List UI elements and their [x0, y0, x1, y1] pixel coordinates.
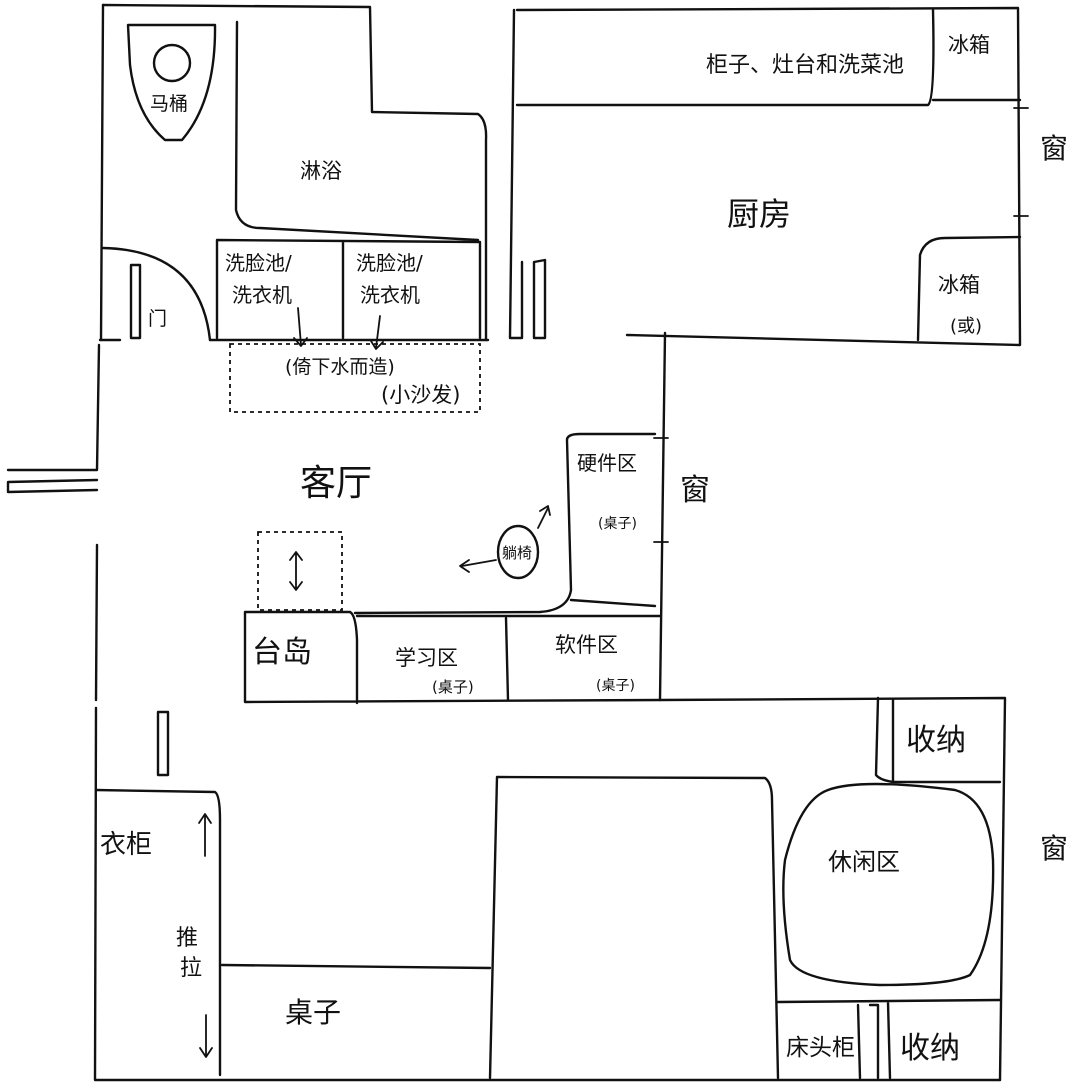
storage-top [874, 696, 1002, 784]
bathroom-doorframe-right [508, 8, 547, 340]
hardware-desk-bottom [569, 598, 657, 608]
drain-arrow-1 [293, 307, 308, 347]
small-sofa-outline [229, 343, 481, 413]
kitchen-wall-right-of-living [658, 331, 667, 702]
wardrobe [94, 788, 222, 1077]
sliding-door-label-1: 推 [176, 926, 198, 951]
bathroom-wall-top [101, 3, 488, 342]
bedroom-door [156, 710, 170, 777]
sink-washer-1-line1: 洗脸池/ [225, 251, 292, 275]
sink-washer-1-line2: 洗衣机 [232, 283, 292, 307]
sink-washer-2-line1: 洗脸池/ [356, 251, 423, 275]
storage-bottom-label: 收纳 [900, 1031, 960, 1066]
sliding-arrow-down [199, 1014, 213, 1058]
fridge-alt-block [916, 235, 1022, 342]
software-note: (桌子) [596, 678, 635, 694]
outer-walls [6, 8, 547, 702]
labels: 马桶 淋浴 洗脸池/ 洗衣机 洗脸池/ 洗衣机 (倚下水而造) (小沙发) 门 … [100, 33, 1068, 1066]
left-wall-middle [94, 543, 99, 702]
bedside-storage [776, 998, 1002, 1080]
bed-block [488, 775, 780, 1080]
leisure-zone-label: 休闲区 [828, 848, 900, 876]
door-swing-arc [101, 246, 212, 342]
window-kitchen-label: 窗 [1040, 132, 1068, 165]
toilet-label: 马桶 [150, 93, 188, 115]
bathroom-wall-left [99, 3, 105, 342]
toilet-bowl [152, 43, 192, 83]
left-wall-upper [6, 343, 101, 494]
bedroom [93, 696, 1007, 1082]
wardrobe-label: 衣柜 [100, 830, 152, 860]
lounge-chair [496, 524, 540, 580]
bedroom-desk [220, 963, 492, 970]
shower-label: 淋浴 [300, 159, 342, 183]
bedroom-wall-top [658, 696, 1007, 1082]
software-zone-label: 软件区 [555, 633, 618, 657]
toilet-shape [126, 23, 217, 142]
island-extension [257, 531, 343, 611]
desk-row [243, 610, 662, 705]
bedroom-wall-left [93, 706, 1002, 1082]
kitchen-counter-label: 柜子、灶台和洗菜池 [706, 53, 904, 78]
hardware-note: (桌子) [598, 516, 637, 532]
study-note: (桌子) [432, 678, 474, 696]
small-sofa-label: (小沙发) [381, 383, 460, 407]
chair-arrow-up [537, 505, 551, 529]
drain-arrow-2 [370, 315, 384, 350]
bathroom [98, 3, 490, 413]
shower-wall [234, 20, 480, 242]
kitchen-label: 厨房 [727, 195, 791, 233]
storage-top-label: 收纳 [906, 723, 966, 758]
drain-note: (倚下水而造) [285, 356, 395, 378]
sliding-door-label-2: 拉 [180, 956, 202, 981]
lounge-chair-label: 躺椅 [502, 544, 532, 562]
fridge-top-label: 冰箱 [948, 33, 990, 57]
door-leaf [129, 263, 142, 340]
kitchen-wall-top [515, 6, 1022, 347]
window-bedroom-label: 窗 [1040, 832, 1068, 865]
window-living-label: 窗 [680, 473, 710, 508]
vanity-block [215, 238, 482, 340]
hardware-zone-label: 硬件区 [577, 451, 637, 475]
kitchen-counter-block [515, 8, 1022, 107]
island-label: 台岛 [252, 635, 312, 670]
study-zone-label: 学习区 [395, 646, 458, 670]
kitchen [515, 6, 1029, 702]
hardware-desk [353, 432, 657, 615]
bathroom-door-label: 门 [148, 308, 167, 330]
living-area [243, 432, 662, 705]
fridge-alt-label: 冰箱 [938, 273, 980, 297]
leisure-area [782, 782, 995, 987]
fridge-alt-note: (或) [950, 316, 982, 337]
living-room-label: 客厅 [300, 463, 372, 504]
chair-arrow-left [459, 559, 497, 573]
bedside-cabinet-label: 床头柜 [786, 1035, 855, 1061]
island-extension-arrow [289, 551, 303, 591]
sink-washer-2-line2: 洗衣机 [360, 283, 420, 307]
sliding-arrow-up [198, 813, 212, 857]
table-label: 桌子 [285, 996, 341, 1029]
